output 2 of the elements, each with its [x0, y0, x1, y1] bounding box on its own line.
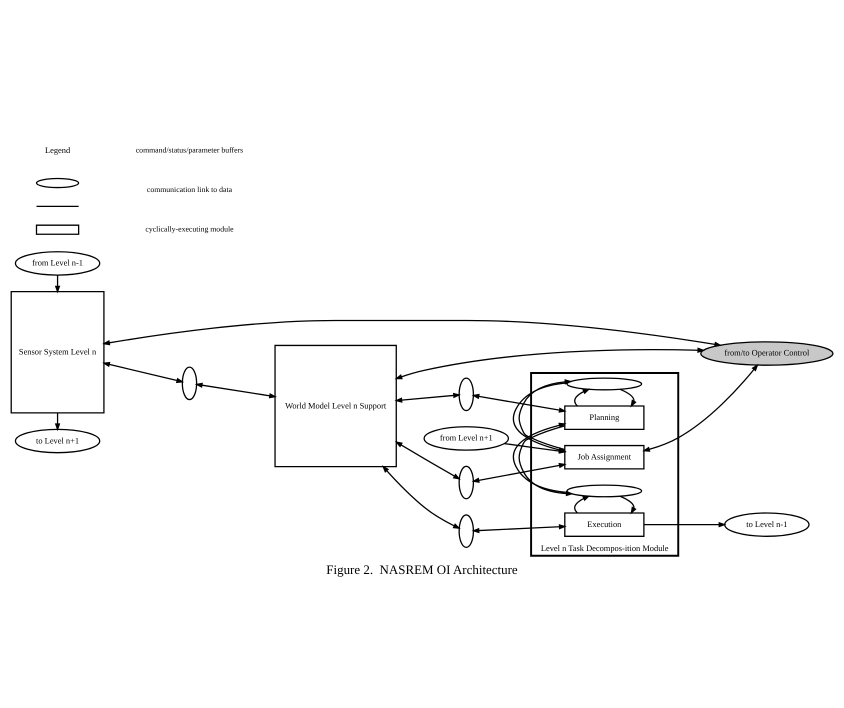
label: Legend [44, 144, 70, 154]
caption: Figure 2. NASREM OI Architecture [326, 561, 518, 576]
